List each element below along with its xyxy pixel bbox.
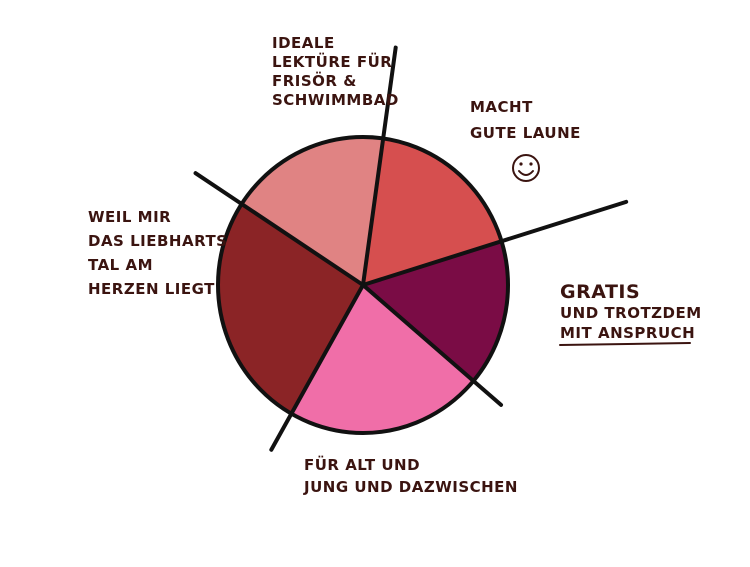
label-weil-mir-line-3: TAL AM [88,256,153,274]
label-weil-mir-line-1: WEIL MIR [88,208,171,226]
label-fuer-alt-und-jung-line-1: FÜR ALT UND [304,455,420,474]
label-weil-mir-line-4: HERZEN LIEGT [88,280,215,298]
divider-line-2 [361,199,629,287]
label-weil-mir: WEIL MIR DAS LIEBHARTS TAL AM HERZEN LIEGT [88,208,227,298]
pie-outline [216,135,510,435]
pie-slice-3 [291,285,474,434]
divider-line-5 [193,171,365,287]
pie-slice-5 [241,136,384,285]
label-gratis-line-1: GRATIS [560,281,640,303]
underline-mit-anspruch [559,342,691,346]
pie-slice-4 [217,203,363,414]
label-macht-gute-laune: MACHT GUTE LAUNE [470,98,581,142]
smiley-icon [512,154,540,182]
label-macht-gute-laune-line-1: MACHT [470,98,533,116]
pie-slice-2 [363,241,509,381]
divider-line-1 [361,45,398,287]
pie-slice-1 [363,138,502,285]
divider-lines-layer [193,45,629,452]
slices-layer [217,136,509,434]
label-weil-mir-line-2: DAS LIEBHARTS [88,232,227,250]
divider-line-3 [361,283,504,407]
label-ideale-lektuere-line-1: IDEALE [272,34,335,52]
label-gratis-line-2: UND TROTZDEM [560,304,702,322]
label-ideale-lektuere-line-2: LEKTÜRE FÜR [272,52,392,71]
label-fuer-alt-und-jung-line-2: JUNG UND DAZWISCHEN [303,478,518,496]
label-fuer-alt-und-jung: FÜR ALT UND JUNG UND DAZWISCHEN [303,455,518,496]
label-ideale-lektuere-line-3: FRISÖR & [272,71,357,90]
label-gratis-line-3: MIT ANSPRUCH [560,324,695,342]
label-ideale-lektuere-line-4: SCHWIMMBAD [272,91,399,109]
divider-line-4 [269,283,365,452]
label-macht-gute-laune-line-2: GUTE LAUNE [470,124,581,142]
